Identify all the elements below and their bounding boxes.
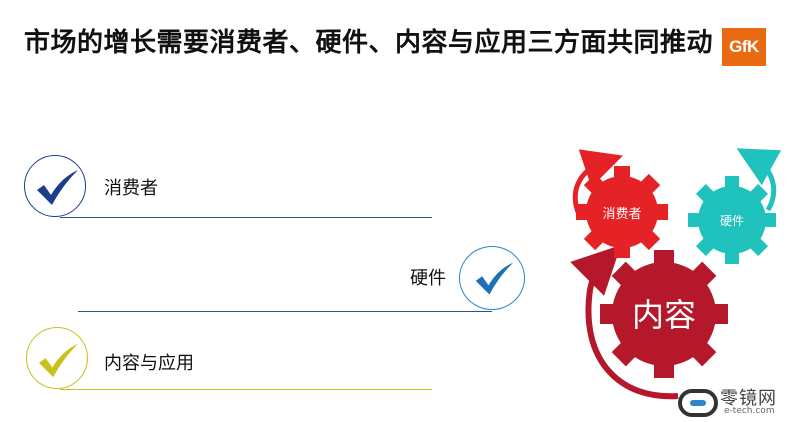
- consumer-gear: 消费者: [576, 166, 668, 258]
- consumer-label: 消费者: [104, 178, 158, 199]
- gfk-logo: GfK: [722, 28, 766, 66]
- hardware-gear-label: 硬件: [720, 214, 744, 228]
- content-label: 内容与应用: [104, 353, 194, 374]
- watermark-url: e-tech.com: [724, 406, 775, 416]
- watermark: 零镜网 e-tech.com: [676, 384, 800, 422]
- consumer-gear-label: 消费者: [602, 207, 641, 222]
- watermark-name: 零镜网: [720, 388, 777, 409]
- hardware-check-icon: [475, 262, 514, 295]
- hardware-label: 硬件: [410, 268, 446, 289]
- consumer-check-icon: [37, 170, 78, 205]
- consumer-check-circle: [24, 155, 86, 217]
- content-gear: 内容: [600, 250, 728, 378]
- watermark-logo-icon: [678, 389, 718, 417]
- content-check-icon: [39, 343, 78, 378]
- content-underline: [60, 389, 432, 390]
- content-cycle-arrow: [570, 245, 679, 400]
- page-title: 市场的增长需要消费者、硬件、内容与应用三方面共同推动: [24, 28, 714, 58]
- content-gear-label: 内容: [632, 296, 696, 334]
- gears-graphic: 消费者 硬件 内容: [570, 148, 782, 400]
- hardware-gear: 硬件: [688, 176, 776, 264]
- consumer-underline: [60, 217, 432, 218]
- hardware-cycle-arrow: [736, 148, 782, 212]
- content-check-circle: [26, 327, 88, 389]
- hardware-check-circle: [459, 246, 525, 310]
- hardware-underline: [78, 311, 492, 312]
